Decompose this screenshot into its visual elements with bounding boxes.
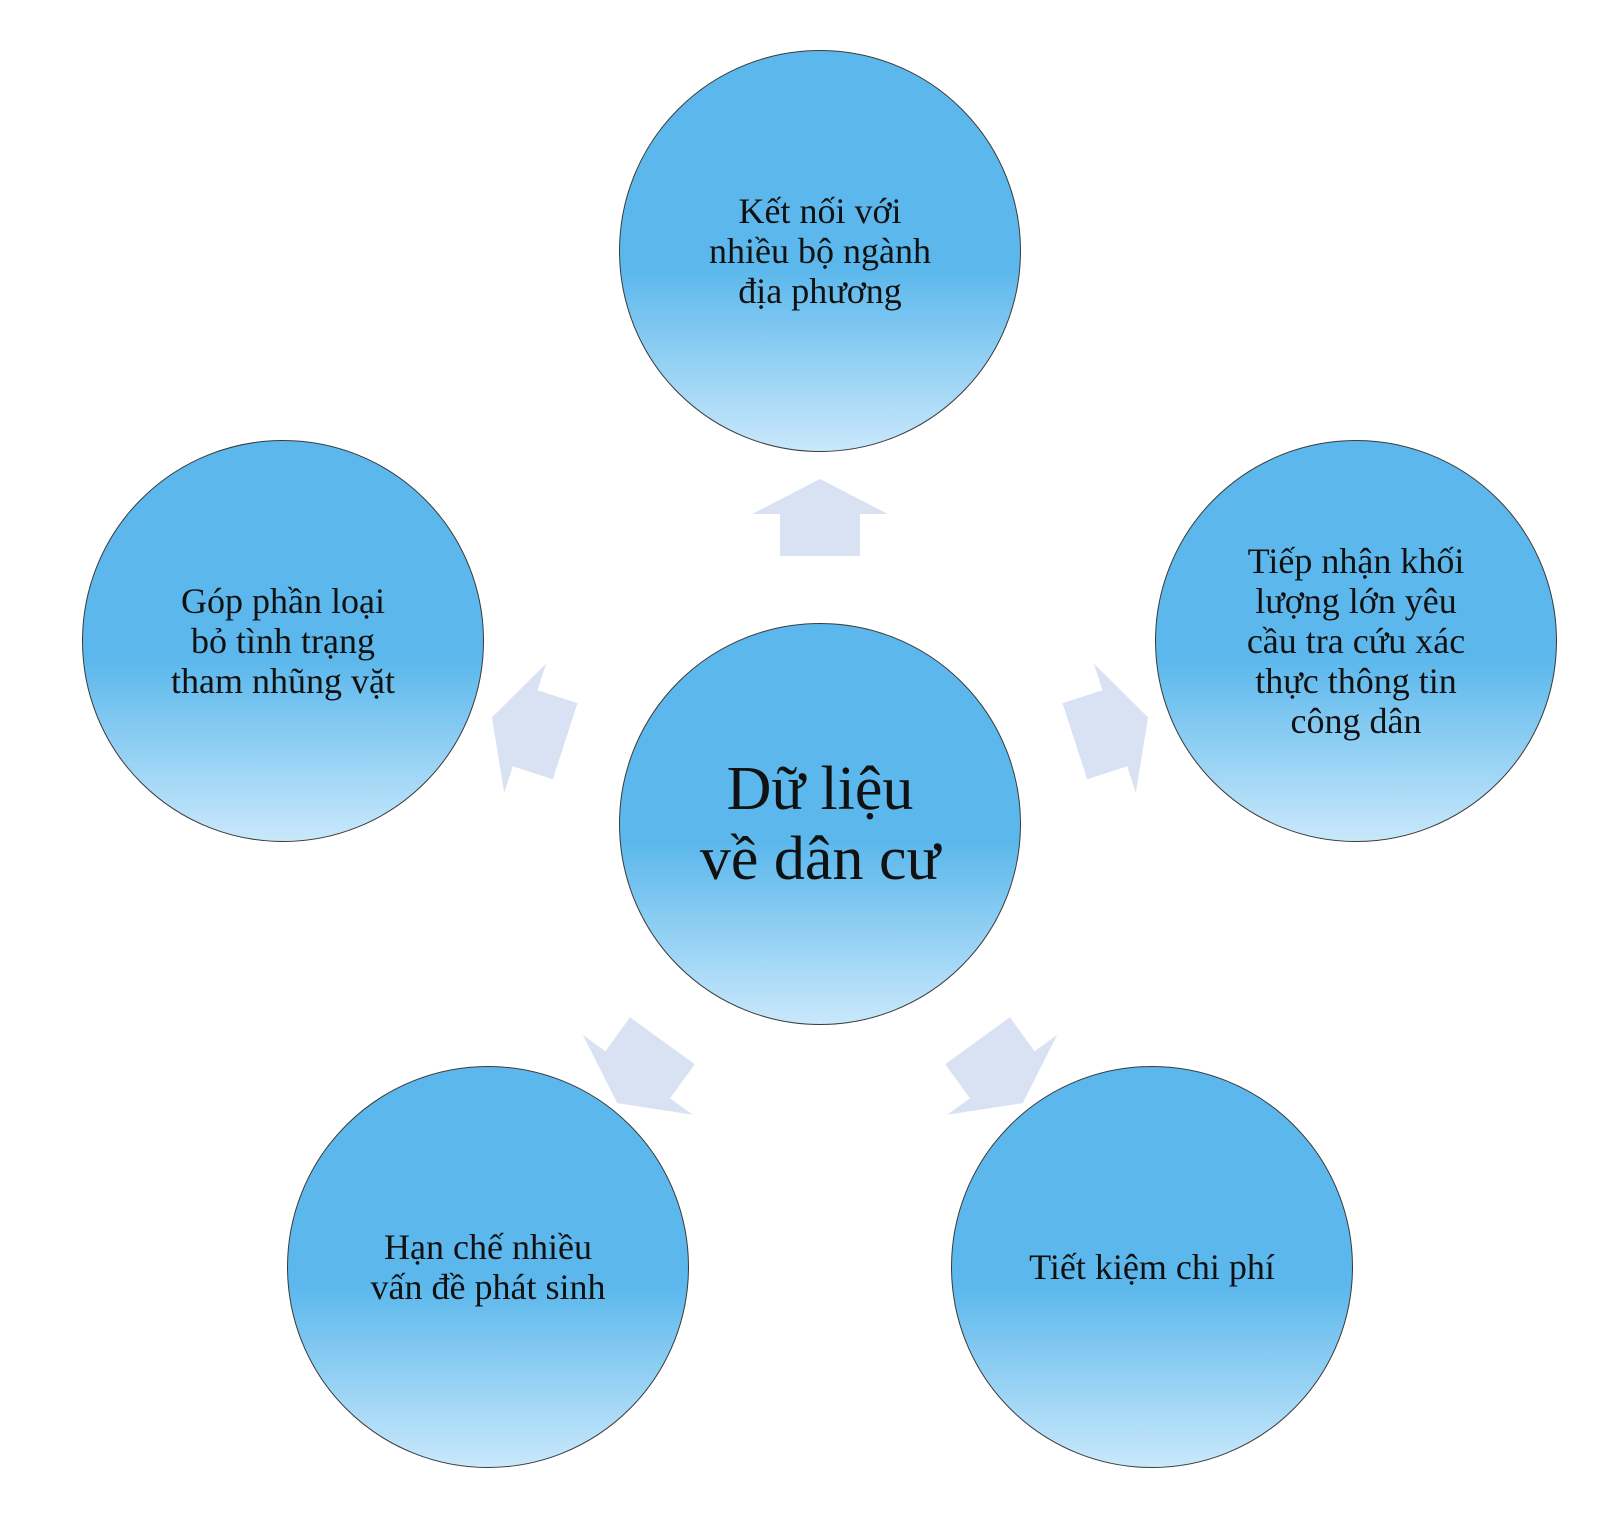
benefit-node-label: Hạn chế nhiều vấn đề phát sinh — [370, 1227, 606, 1307]
arrow-3 — [945, 1017, 1058, 1115]
center-node: Dữ liệu về dân cư — [619, 623, 1021, 1025]
benefit-node-bottom-left: Hạn chế nhiều vấn đề phát sinh — [287, 1066, 689, 1468]
arrow-2 — [1062, 663, 1149, 793]
benefit-node-label: Tiếp nhận khối lượng lớn yêu cầu tra cứu… — [1246, 541, 1466, 741]
benefit-node-label: Tiết kiệm chi phí — [1029, 1247, 1275, 1287]
benefit-node-left: Góp phần loại bỏ tình trạng tham nhũng v… — [82, 440, 484, 842]
benefit-node-label: Kết nối với nhiều bộ ngành địa phương — [709, 191, 931, 311]
center-node-label: Dữ liệu về dân cư — [699, 755, 941, 893]
arrow-1 — [752, 479, 888, 556]
benefit-node-label: Góp phần loại bỏ tình trạng tham nhũng v… — [171, 581, 395, 701]
benefit-node-right: Tiếp nhận khối lượng lớn yêu cầu tra cứu… — [1155, 440, 1557, 842]
arrow-4 — [582, 1017, 695, 1115]
benefit-node-bottom-right: Tiết kiệm chi phí — [951, 1066, 1353, 1468]
benefit-node-top: Kết nối với nhiều bộ ngành địa phương — [619, 50, 1021, 452]
arrow-5 — [491, 663, 578, 793]
